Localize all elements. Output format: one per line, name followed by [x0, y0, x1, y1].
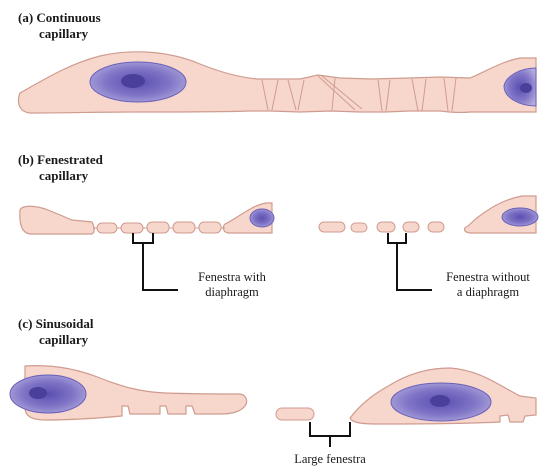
panel-c-title-line1: (c) Sinusoidal: [18, 316, 94, 331]
fenestrated-right-segment-2: [350, 222, 368, 233]
fenestra-with-diaphragm-label: Fenestra with diaphragm: [180, 270, 284, 300]
fenestrated-nucleus-left: [249, 208, 275, 228]
sinusoidal-capillary: [9, 365, 537, 447]
fenestrated-nucleus-right: [501, 207, 539, 227]
panel-c-title-line2: capillary: [39, 332, 89, 347]
large-fenestra-label: Large fenestra: [270, 452, 390, 467]
sinusoidal-nucleus-left: [9, 374, 87, 414]
fenestra-with-line2: diaphragm: [205, 285, 259, 299]
fenestrated-segment-2: [120, 222, 144, 234]
fenestrated-right-segment-3: [376, 221, 396, 233]
fenestrated-capillary: [19, 195, 539, 291]
fenestra-with-diaphragm-pointer: [132, 233, 178, 291]
continuous-nucleus-right: [503, 67, 537, 107]
panel-a-title-line1: (a) Continuous: [18, 10, 101, 25]
fenestrated-right-segment-4: [402, 221, 420, 233]
fenestra-with-line1: Fenestra with: [198, 270, 266, 284]
panel-a-title-line2: capillary: [39, 26, 89, 41]
fenestra-without-diaphragm-label: Fenestra without a diaphragm: [432, 270, 544, 300]
fenestrated-right-segment-1: [318, 221, 346, 233]
fenestrated-segment-5: [198, 221, 222, 234]
fenestrated-segment-4: [172, 221, 196, 234]
fenestrated-segment-1: [96, 222, 118, 234]
cell-junction-lines: [261, 75, 457, 112]
fenestra-without-line1: Fenestra without: [446, 270, 530, 284]
sinusoidal-nucleolus-right: [430, 395, 450, 407]
fenestrated-segment-3: [146, 221, 170, 234]
fenestra-without-diaphragm-pointer: [387, 233, 432, 291]
sinusoidal-nucleolus-left: [29, 387, 47, 399]
panel-b-title-line2: capillary: [39, 168, 89, 183]
panel-b-title-line1: (b) Fenestrated: [18, 152, 103, 167]
panel-b-title: (b) Fenestrated capillary: [18, 152, 103, 184]
sinusoidal-fragment: [275, 407, 315, 421]
sinusoidal-cell-left: [24, 365, 248, 421]
fenestrated-right-segment-5: [427, 221, 445, 233]
panel-c-title: (c) Sinusoidal capillary: [18, 316, 94, 348]
large-fenestra-text: Large fenestra: [294, 452, 366, 466]
panel-a-title: (a) Continuous capillary: [18, 10, 101, 42]
continuous-nucleolus-right: [520, 83, 532, 93]
fenestra-without-line2: a diaphragm: [456, 285, 520, 299]
continuous-capillary: [17, 51, 537, 114]
large-fenestra-bracket: [309, 422, 351, 447]
continuous-nucleolus-left: [121, 74, 145, 88]
fenestrated-cell-left-body: [19, 205, 95, 235]
